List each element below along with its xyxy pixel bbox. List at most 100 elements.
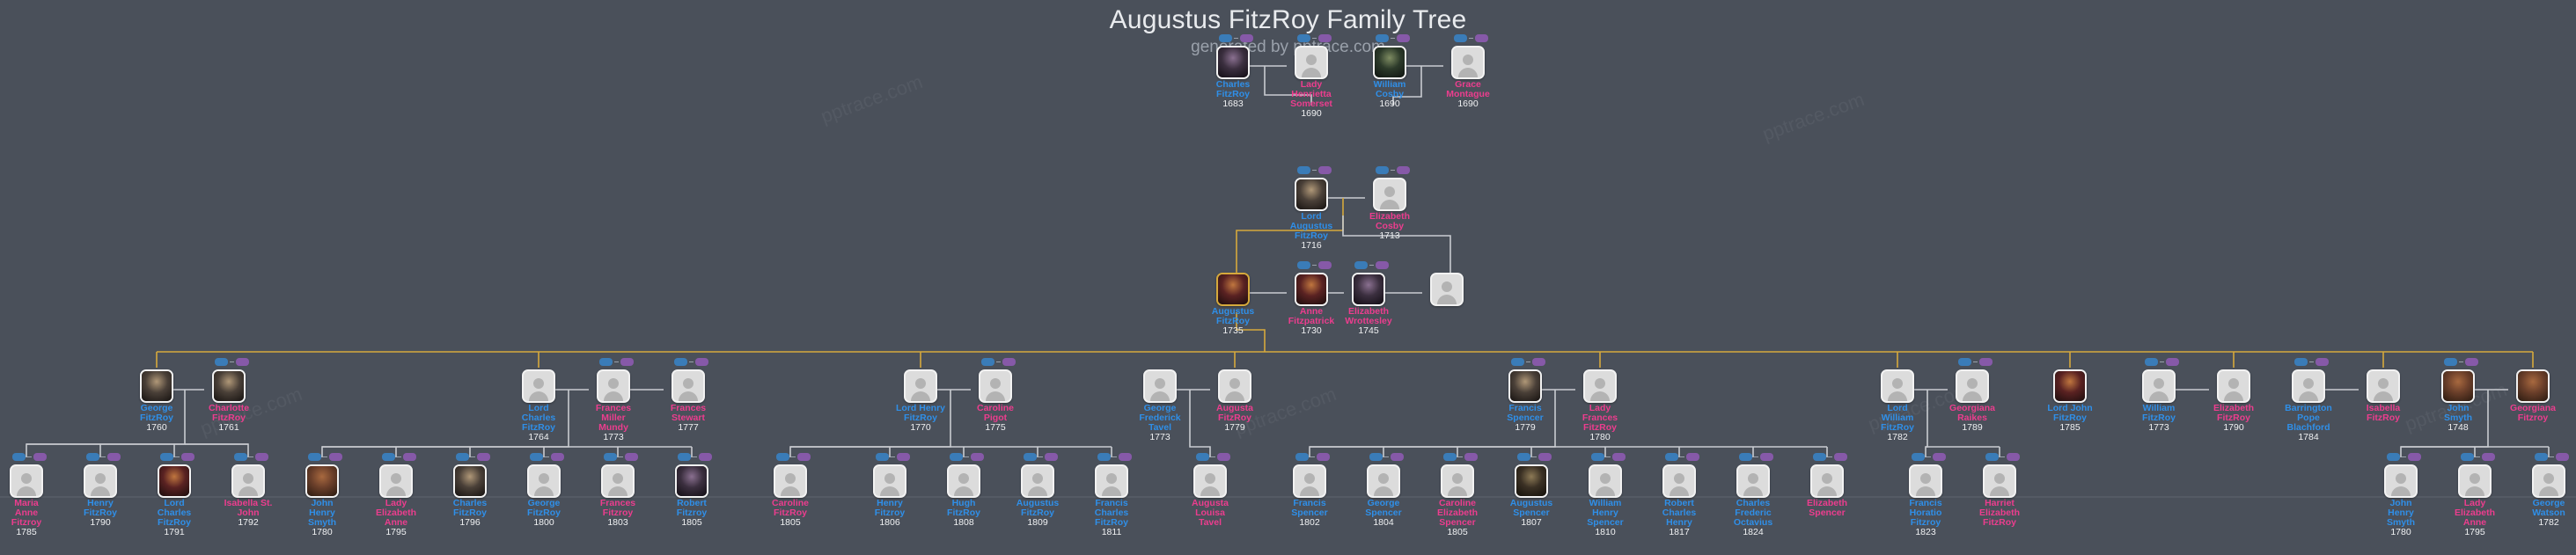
person-portrait[interactable] xyxy=(1216,46,1250,79)
male-chip-icon[interactable] xyxy=(776,453,789,461)
male-chip-icon[interactable] xyxy=(2294,358,2308,366)
person-avatar-placeholder[interactable] xyxy=(1583,369,1617,403)
male-chip-icon[interactable] xyxy=(1369,453,1383,461)
person-avatar-placeholder[interactable] xyxy=(84,464,117,498)
male-chip-icon[interactable] xyxy=(1665,453,1678,461)
person-portrait[interactable] xyxy=(212,369,246,403)
female-chip-icon[interactable] xyxy=(1686,453,1699,461)
person-portrait[interactable] xyxy=(1373,46,1406,79)
female-chip-icon[interactable] xyxy=(2315,358,2329,366)
female-chip-icon[interactable] xyxy=(971,453,984,461)
male-chip-icon[interactable] xyxy=(86,453,99,461)
male-chip-icon[interactable] xyxy=(1354,261,1368,269)
female-chip-icon[interactable] xyxy=(255,453,268,461)
person-portrait[interactable] xyxy=(1352,273,1385,306)
person-node[interactable]: Elizabeth Spencer xyxy=(1802,453,1852,518)
female-chip-icon[interactable] xyxy=(695,358,708,366)
person-avatar-placeholder[interactable] xyxy=(2217,369,2250,403)
female-chip-icon[interactable] xyxy=(1612,453,1626,461)
male-chip-icon[interactable] xyxy=(1454,34,1467,42)
person-avatar-placeholder[interactable] xyxy=(873,464,906,498)
person-portrait[interactable] xyxy=(675,464,708,498)
male-chip-icon[interactable] xyxy=(1443,453,1457,461)
person-avatar-placeholder[interactable] xyxy=(2292,369,2325,403)
male-chip-icon[interactable] xyxy=(2444,358,2457,366)
person-avatar-placeholder[interactable] xyxy=(1218,369,1251,403)
male-chip-icon[interactable] xyxy=(1376,166,1389,174)
female-chip-icon[interactable] xyxy=(2465,358,2478,366)
person-avatar-placeholder[interactable] xyxy=(1430,273,1464,306)
female-chip-icon[interactable] xyxy=(797,453,811,461)
female-chip-icon[interactable] xyxy=(1002,358,1016,366)
person-avatar-placeholder[interactable] xyxy=(774,464,807,498)
male-chip-icon[interactable] xyxy=(456,453,469,461)
person-portrait[interactable] xyxy=(453,464,487,498)
female-chip-icon[interactable] xyxy=(1391,453,1404,461)
male-chip-icon[interactable] xyxy=(1376,34,1389,42)
person-avatar-placeholder[interactable] xyxy=(601,464,635,498)
person-avatar-placeholder[interactable] xyxy=(1373,178,1406,211)
person-portrait[interactable] xyxy=(1216,273,1250,306)
male-chip-icon[interactable] xyxy=(604,453,617,461)
person-avatar-placeholder[interactable] xyxy=(2384,464,2418,498)
male-chip-icon[interactable] xyxy=(599,358,613,366)
person-portrait[interactable] xyxy=(2516,369,2550,403)
female-chip-icon[interactable] xyxy=(1538,453,1552,461)
male-chip-icon[interactable] xyxy=(2461,453,2474,461)
person-avatar-placeholder[interactable] xyxy=(1095,464,1128,498)
male-chip-icon[interactable] xyxy=(1219,34,1232,42)
male-chip-icon[interactable] xyxy=(1517,453,1530,461)
male-chip-icon[interactable] xyxy=(678,453,691,461)
female-chip-icon[interactable] xyxy=(1397,166,1410,174)
person-avatar-placeholder[interactable] xyxy=(231,464,265,498)
person-avatar-placeholder[interactable] xyxy=(1367,464,1400,498)
person-node[interactable]: Harriet Elizabeth FitzRoy xyxy=(1975,453,2024,528)
person-portrait[interactable] xyxy=(158,464,191,498)
female-chip-icon[interactable] xyxy=(1397,34,1410,42)
person-avatar-placeholder[interactable] xyxy=(904,369,937,403)
female-chip-icon[interactable] xyxy=(897,453,910,461)
female-chip-icon[interactable] xyxy=(1475,34,1488,42)
male-chip-icon[interactable] xyxy=(1591,453,1604,461)
female-chip-icon[interactable] xyxy=(1532,358,1545,366)
person-avatar-placeholder[interactable] xyxy=(1810,464,1844,498)
female-chip-icon[interactable] xyxy=(2408,453,2421,461)
person-node[interactable]: Georgiana Fitzroy xyxy=(2508,369,2558,423)
person-avatar-placeholder[interactable] xyxy=(1983,464,2016,498)
female-chip-icon[interactable] xyxy=(1217,453,1230,461)
female-chip-icon[interactable] xyxy=(1240,34,1253,42)
male-chip-icon[interactable] xyxy=(12,453,26,461)
female-chip-icon[interactable] xyxy=(1760,453,1773,461)
person-avatar-placeholder[interactable] xyxy=(1143,369,1177,403)
male-chip-icon[interactable] xyxy=(2535,453,2548,461)
female-chip-icon[interactable] xyxy=(2007,453,2020,461)
male-chip-icon[interactable] xyxy=(382,453,395,461)
person-avatar-placeholder[interactable] xyxy=(1662,464,1696,498)
person-portrait[interactable] xyxy=(1295,178,1328,211)
person-portrait[interactable] xyxy=(1295,273,1328,306)
female-chip-icon[interactable] xyxy=(1119,453,1132,461)
person-avatar-placeholder[interactable] xyxy=(1293,464,1326,498)
person-portrait[interactable] xyxy=(1508,369,1542,403)
